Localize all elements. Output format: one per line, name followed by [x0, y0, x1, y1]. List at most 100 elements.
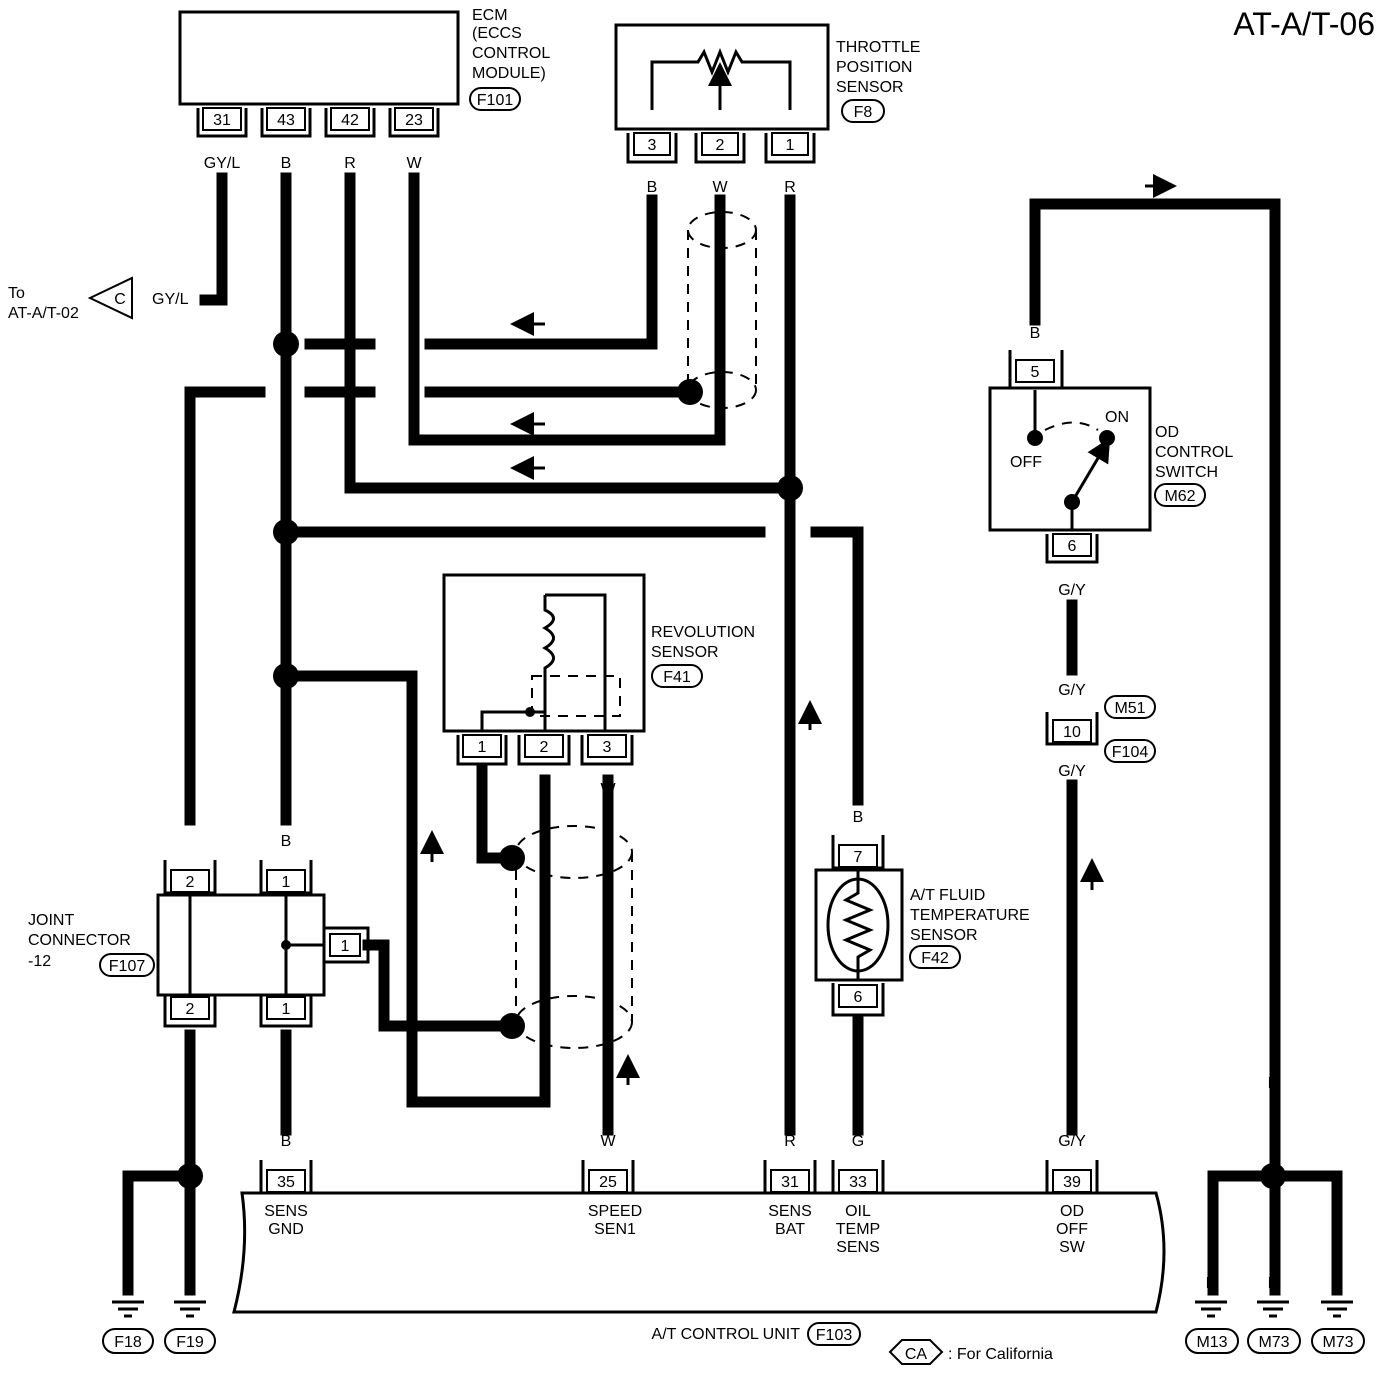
svg-text:3: 3 — [648, 137, 657, 154]
rev-pin-1: 1 — [462, 734, 502, 758]
tcm-label-39-2: OFF — [1056, 1221, 1088, 1238]
svg-text:F8: F8 — [854, 104, 873, 121]
tcm-wire-31: R — [784, 1133, 796, 1150]
ground-tag-m13: M13 — [1185, 1328, 1239, 1354]
tcm-pin-39: 39 — [1052, 1169, 1092, 1193]
svg-text:23: 23 — [405, 112, 423, 129]
ecm: ECM (ECCS CONTROL MODULE) F101 31 43 42 … — [178, 7, 550, 172]
rev-wire-3: W — [600, 781, 616, 798]
od-pin-6: 6 — [1052, 533, 1092, 557]
od-on-contact — [1099, 430, 1115, 446]
shield-tps — [687, 211, 757, 409]
svg-text:F41: F41 — [663, 669, 691, 686]
tps-wire-3: B — [647, 179, 658, 196]
tcm-label-33-1: OIL — [845, 1203, 871, 1220]
od-inline-housing — [1045, 712, 1099, 746]
tcm-pin-35: 35 — [266, 1169, 306, 1193]
svg-text:F42: F42 — [921, 950, 949, 967]
ecm-pin-43: 43 — [266, 107, 306, 131]
offpage-connector: To AT-A/T-02 C GY/L — [8, 276, 189, 322]
jc-top-pin-2: 2 — [170, 869, 210, 893]
ftemp-name-2: TEMPERATURE — [910, 907, 1030, 924]
svg-text:F104: F104 — [1112, 744, 1149, 761]
svg-text:2: 2 — [716, 137, 725, 154]
ftemp-thermistor — [842, 870, 874, 980]
svg-text:42: 42 — [341, 112, 359, 129]
junction-dot — [777, 475, 803, 501]
jc-name-1: JOINT — [28, 912, 74, 929]
svg-text:31: 31 — [213, 112, 231, 129]
rev-coil-lead-top — [545, 593, 607, 712]
revolution-sensor: REVOLUTION SENSOR F41 1 2 3 B W — [442, 573, 755, 798]
ground-symbol-icon — [1321, 1300, 1353, 1318]
tps-connector-tag: F8 — [841, 99, 885, 123]
tcm-connector-tag: F103 — [807, 1322, 861, 1346]
od-bottom-housing — [1045, 534, 1099, 564]
ground-symbol-icon — [1257, 1300, 1289, 1318]
legend-symbol-text: CA — [905, 1346, 928, 1363]
wire-tps3-b — [424, 194, 658, 350]
rev-name-1: REVOLUTION — [651, 624, 755, 641]
ground-tag-f19: F19 — [164, 1328, 216, 1354]
ecm-connector-tag: F101 — [469, 87, 521, 111]
tcm-wire-25: W — [600, 1133, 616, 1150]
jc-wire-bottom-left: B — [185, 1045, 196, 1062]
ftemp-bottom-housing — [831, 983, 885, 1017]
jc-bottom-housing — [163, 995, 313, 1028]
ground-symbol-icon — [174, 1300, 206, 1318]
offpage-target: AT-A/T-02 — [8, 305, 79, 322]
svg-text:F19: F19 — [176, 1334, 204, 1351]
ftemp-name-3: SENSOR — [910, 927, 978, 944]
tcm-pin-33: 33 — [838, 1169, 878, 1193]
tcm-wire-35: B — [281, 1133, 292, 1150]
wire-od-b — [1029, 198, 1281, 1296]
tps-pin-3: 3 — [633, 132, 671, 156]
ground-tag-m73a: M73 — [1247, 1328, 1301, 1354]
wire-rev-pin1 — [476, 764, 516, 864]
ecm-name-1: ECM — [472, 7, 508, 24]
ftemp-pin-6: 6 — [838, 984, 878, 1008]
svg-text:5: 5 — [1031, 364, 1040, 381]
svg-text:1: 1 — [341, 938, 350, 955]
ftemp-pin-7: 7 — [838, 844, 878, 868]
legend-ca-symbol — [888, 1339, 944, 1365]
tps-box — [614, 23, 830, 131]
od-inline-tag-lower: F104 — [1104, 739, 1156, 763]
rev-connector-housing — [456, 735, 634, 766]
svg-text:1: 1 — [478, 739, 487, 756]
junction-dots — [177, 331, 1286, 1189]
offpage-arrow-shape — [87, 276, 133, 320]
svg-text:35: 35 — [277, 1174, 295, 1191]
jc-top-pin-1: 1 — [266, 869, 306, 893]
svg-text:3: 3 — [603, 739, 612, 756]
tps-potentiometer — [650, 47, 792, 110]
junction-dot — [273, 331, 299, 357]
wire-ecm23-w — [408, 172, 726, 446]
ecm-name-4: MODULE) — [472, 65, 546, 82]
jc-wire-bottom-right: B — [281, 1045, 292, 1062]
tcm-label-31-1: SENS — [768, 1203, 812, 1220]
jc-connector-tag: F107 — [99, 953, 155, 977]
at-control-unit: 35 25 31 33 39 SENS GND SPEED SEN1 SENS … — [232, 1160, 1166, 1346]
ground-wire-f19: B — [185, 1275, 196, 1292]
svg-text:6: 6 — [1068, 538, 1077, 555]
jc-side-pin-1: 1 — [329, 933, 361, 957]
svg-text:2: 2 — [186, 874, 195, 891]
rev-connector-tag: F41 — [651, 664, 703, 688]
junction-dot — [1260, 1163, 1286, 1189]
ecm-wire-43: B — [281, 155, 292, 172]
offpage-wire-color: GY/L — [152, 291, 189, 308]
ftemp-wire-unit: G — [852, 1133, 864, 1150]
od-inline-wire-upper: G/Y — [1058, 682, 1086, 699]
ecm-connector-housing — [196, 108, 440, 138]
ftemp-wire-top: B — [853, 809, 864, 826]
ecm-wire-42: R — [344, 155, 356, 172]
throttle-position-sensor: THROTTLE POSITION SENSOR F8 3 2 1 B W R — [614, 23, 920, 196]
wire-jc-side — [362, 939, 516, 1032]
svg-text:10: 10 — [1063, 724, 1081, 741]
ground-symbol-icon — [112, 1300, 144, 1318]
ecm-pin-31: 31 — [202, 107, 242, 131]
svg-text:6: 6 — [854, 989, 863, 1006]
svg-text:2: 2 — [540, 739, 549, 756]
